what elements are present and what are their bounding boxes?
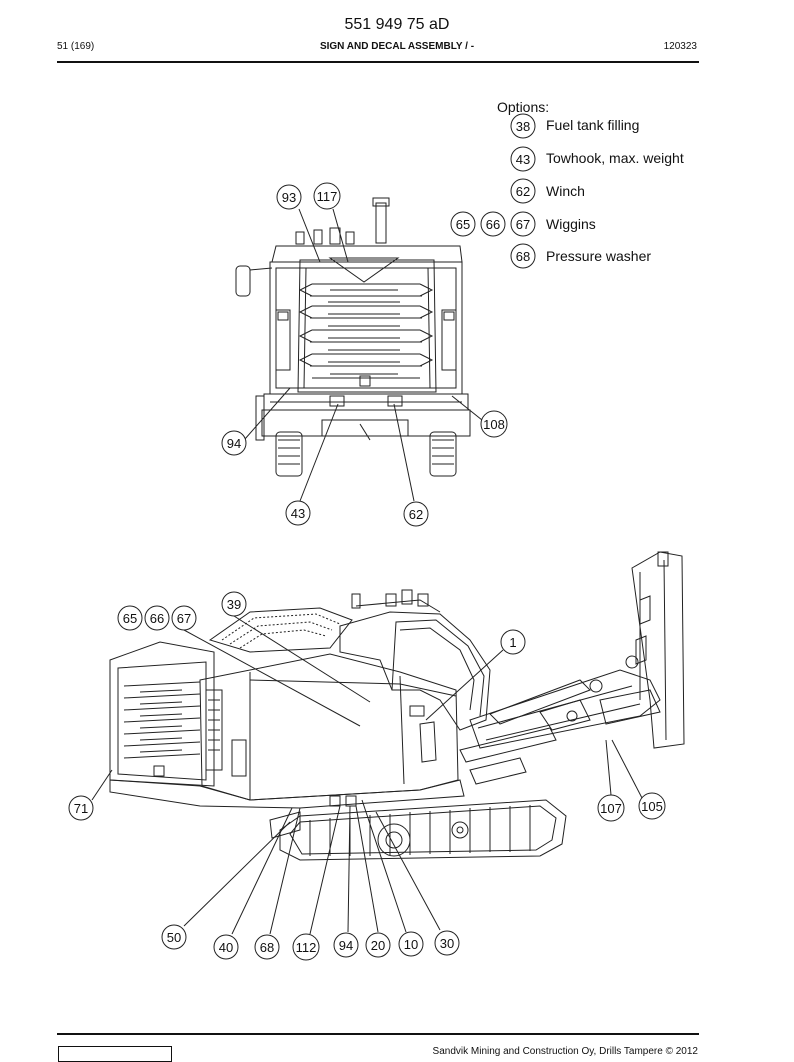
option-label-fuel-tank: Fuel tank filling (546, 117, 640, 133)
side-view-drawing (109, 551, 685, 861)
section-title: SIGN AND DECAL ASSEMBLY / - (319, 41, 475, 52)
svg-text:94: 94 (339, 938, 353, 953)
callout-65-side: 65 (117, 605, 143, 631)
svg-text:67: 67 (516, 217, 530, 232)
svg-text:68: 68 (260, 940, 274, 955)
svg-text:105: 105 (641, 799, 663, 814)
callout-30: 30 (434, 930, 460, 956)
option-callout-66: 66 (480, 211, 506, 237)
option-callout-67: 67 (510, 211, 536, 237)
option-callout-65: 65 (450, 211, 476, 237)
footer-copyright: Sandvik Mining and Construction Oy, Dril… (432, 1046, 698, 1057)
callout-20: 20 (365, 932, 391, 958)
callout-10: 10 (398, 931, 424, 957)
callout-93: 93 (276, 184, 302, 210)
svg-text:93: 93 (282, 190, 296, 205)
callout-105: 105 (638, 792, 666, 820)
option-label-pressure-washer: Pressure washer (546, 248, 652, 264)
options-callouts: 38 43 62 65 66 67 68 (450, 113, 536, 269)
option-callout-68: 68 (510, 243, 536, 269)
svg-text:65: 65 (456, 217, 470, 232)
callout-62-rear: 62 (403, 501, 429, 527)
svg-text:67: 67 (177, 611, 191, 626)
options-title: Options: (497, 99, 550, 115)
document-code: 120323 (663, 41, 697, 52)
footer-rule (57, 1033, 699, 1035)
callout-94-side: 94 (333, 932, 359, 958)
callout-112: 112 (292, 933, 320, 961)
svg-text:30: 30 (440, 936, 454, 951)
callout-39: 39 (221, 591, 247, 617)
svg-text:66: 66 (150, 611, 164, 626)
callout-1: 1 (500, 629, 526, 655)
svg-text:43: 43 (291, 506, 305, 521)
svg-text:117: 117 (317, 189, 338, 204)
callout-117: 117 (313, 182, 341, 210)
page-number: 51 (169) (57, 41, 95, 52)
option-callout-38: 38 (510, 113, 536, 139)
option-label-wiggins: Wiggins (546, 216, 596, 232)
document-number: 551 949 75 aD (344, 16, 450, 33)
svg-text:43: 43 (516, 152, 530, 167)
callout-43-rear: 43 (285, 500, 311, 526)
option-label-winch: Winch (546, 183, 585, 199)
svg-text:62: 62 (409, 507, 423, 522)
svg-text:62: 62 (516, 184, 530, 199)
svg-text:39: 39 (227, 597, 241, 612)
svg-text:1: 1 (509, 635, 516, 650)
svg-text:71: 71 (74, 801, 88, 816)
svg-text:112: 112 (296, 940, 317, 955)
svg-text:94: 94 (227, 436, 241, 451)
svg-text:40: 40 (219, 940, 233, 955)
header-rule (57, 61, 699, 63)
callout-40: 40 (213, 934, 239, 960)
svg-text:38: 38 (516, 119, 530, 134)
brand-logo (58, 1046, 172, 1062)
svg-text:65: 65 (123, 611, 137, 626)
svg-text:107: 107 (600, 801, 622, 816)
callout-67-side: 67 (171, 605, 197, 631)
svg-text:10: 10 (404, 937, 418, 952)
callout-94-rear: 94 (221, 430, 247, 456)
callout-108: 108 (480, 410, 508, 438)
svg-text:20: 20 (371, 938, 385, 953)
rear-view-drawing (235, 197, 471, 477)
option-callout-43: 43 (510, 146, 536, 172)
rear-view-callouts: 93 117 108 94 43 62 (221, 182, 508, 527)
svg-text:108: 108 (483, 417, 505, 432)
callout-68-side: 68 (254, 934, 280, 960)
option-callout-62: 62 (510, 178, 536, 204)
option-label-towhook: Towhook, max. weight (546, 150, 684, 166)
callout-50: 50 (161, 924, 187, 950)
side-view-callouts: 39 65 66 67 1 71 107 105 50 40 68 112 94… (68, 591, 666, 961)
callout-107: 107 (597, 794, 625, 822)
callout-71: 71 (68, 795, 94, 821)
svg-text:68: 68 (516, 249, 530, 264)
svg-text:66: 66 (486, 217, 500, 232)
callout-66-side: 66 (144, 605, 170, 631)
svg-text:50: 50 (167, 930, 181, 945)
